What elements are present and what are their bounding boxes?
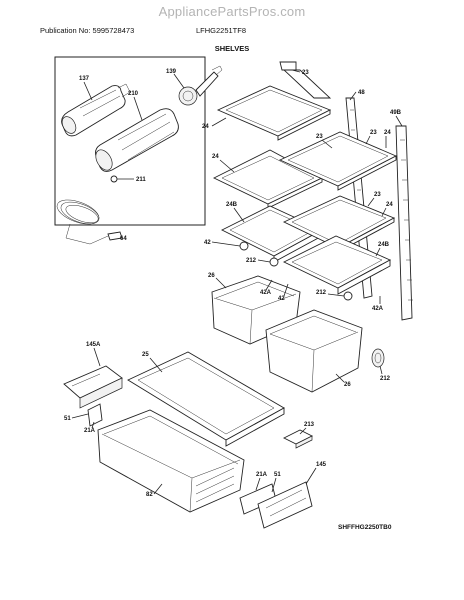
callout-24-top: 24 [202,124,209,130]
callout-25: 25 [142,352,149,358]
callout-64: 64 [120,236,127,242]
crisper-drawer-right [265,309,363,393]
callout-48: 48 [358,90,365,96]
callout-51-left: 51 [64,416,71,422]
control-panel-145a [63,365,123,409]
callout-24-right: 24 [384,130,391,136]
bracket-213 [282,429,314,449]
callout-23-right: 23 [370,130,377,136]
callout-139: 139 [166,69,177,75]
callout-24b-lower: 24B [378,242,390,248]
publication-number: Publication No: 5995728473 [40,26,135,35]
callout-212-right: 212 [380,376,391,382]
section-title: SHELVES [214,44,250,53]
callout-26-right: 26 [344,382,351,388]
control-panel-145 [239,481,313,529]
filter-inset-box [54,56,206,226]
deli-drawer [97,409,245,513]
callout-49b: 49B [390,110,402,116]
callout-145: 145 [316,462,327,468]
callout-24-mid: 24 [212,154,219,160]
callout-21a-left: 21A [84,428,96,434]
callout-42a-left: 42A [260,290,272,296]
filter-head [95,108,179,172]
diagram-code: SHFFHG2250TB0 [338,524,392,531]
water-tubing [56,199,123,245]
callout-145a: 145A [86,342,101,348]
clip-left [87,403,103,427]
callout-23-top: 23 [302,70,309,76]
callout-137: 137 [79,76,90,82]
callout-212-mid: 212 [316,290,327,296]
spill-shelf [282,235,392,295]
crisper-cover [127,351,285,447]
callout-24b-upper: 24B [226,202,238,208]
rollers [239,241,385,368]
top-glass-shelf [216,85,332,141]
callout-26-left: 26 [208,273,215,279]
callout-23-low: 23 [374,192,381,198]
callout-23-mid: 23 [316,134,323,140]
callout-82: 82 [146,492,153,498]
callout-21a-right: 21A [256,472,268,478]
callout-212-left: 212 [246,258,257,264]
callout-213: 213 [304,422,315,428]
watermark: AppliancePartsPros.com [158,4,306,19]
middle-right-shelf [278,131,398,191]
filter-housing [178,65,223,106]
callout-211: 211 [136,177,146,183]
callout-51-right: 51 [274,472,281,478]
filter-cartridge [61,83,131,137]
callout-42a-right: 42A [372,306,384,312]
model-number: LFHG2251TF8 [196,26,247,35]
callouts: 137 139 210 211 64 23 48 24 49B 23 23 24… [64,69,403,498]
callout-210: 210 [128,91,139,97]
callout-42-mid: 42 [278,296,285,302]
screw [110,175,134,183]
callout-24-low: 24 [386,202,393,208]
callout-42-left: 42 [204,240,211,246]
